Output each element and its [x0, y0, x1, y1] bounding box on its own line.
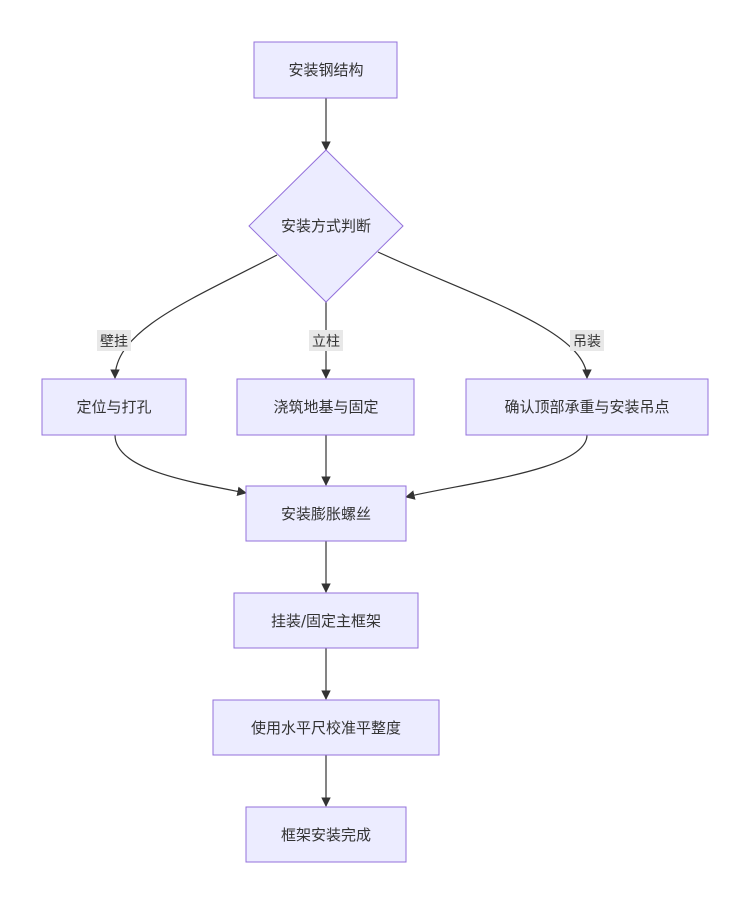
node-label: 使用水平尺校准平整度: [251, 719, 401, 737]
edge-decision-to-confirm-top: [377, 251, 592, 379]
node-label: 挂装/固定主框架: [271, 612, 381, 630]
edge-label-bg: [97, 330, 131, 351]
edge-locate-drill-to-install-bolts: [114, 434, 247, 497]
node-label: 定位与打孔: [76, 398, 151, 416]
edge-confirm-top-to-install-bolts: [405, 434, 588, 500]
node-frame-done[interactable]: 框架安装完成: [245, 806, 407, 863]
node-label: 框架安装完成: [281, 826, 371, 844]
edge-label-bg: [309, 330, 343, 351]
node-locate-drill[interactable]: 定位与打孔: [41, 378, 187, 436]
edge-label-text: 吊装: [573, 334, 601, 350]
edges: [110, 98, 592, 807]
edge-label-bg: [570, 330, 604, 351]
edge-decision-to-locate-drill: [110, 254, 278, 379]
node-hang-frame[interactable]: 挂装/固定主框架: [233, 592, 419, 649]
node-label: 安装方式判断: [281, 217, 371, 235]
node-install-steel[interactable]: 安装钢结构: [253, 41, 398, 99]
edge-label-column: 立柱: [309, 330, 343, 351]
edge-label-hoist: 吊装: [570, 330, 604, 351]
edge-label-wall-mount: 壁挂: [97, 330, 131, 351]
node-label: 确认顶部承重与安装吊点: [504, 398, 669, 416]
node-label: 安装钢结构: [288, 61, 363, 79]
node-install-bolts[interactable]: 安装膨胀螺丝: [245, 485, 407, 542]
nodes: 安装钢结构 安装方式判断 定位与打孔 浇筑地基与固定 确认顶部承重与安装吊点 安…: [41, 41, 709, 863]
node-label: 安装膨胀螺丝: [281, 505, 371, 523]
node-decision[interactable]: 安装方式判断: [248, 149, 404, 303]
edge-label-text: 立柱: [312, 334, 340, 350]
node-level-adjust[interactable]: 使用水平尺校准平整度: [212, 699, 440, 756]
node-label: 浇筑地基与固定: [273, 398, 378, 416]
edge-labels: 壁挂 立柱 吊装: [97, 330, 604, 351]
edge-label-text: 壁挂: [100, 334, 128, 350]
node-confirm-top[interactable]: 确认顶部承重与安装吊点: [465, 378, 709, 436]
node-pour-foundation[interactable]: 浇筑地基与固定: [236, 378, 415, 436]
